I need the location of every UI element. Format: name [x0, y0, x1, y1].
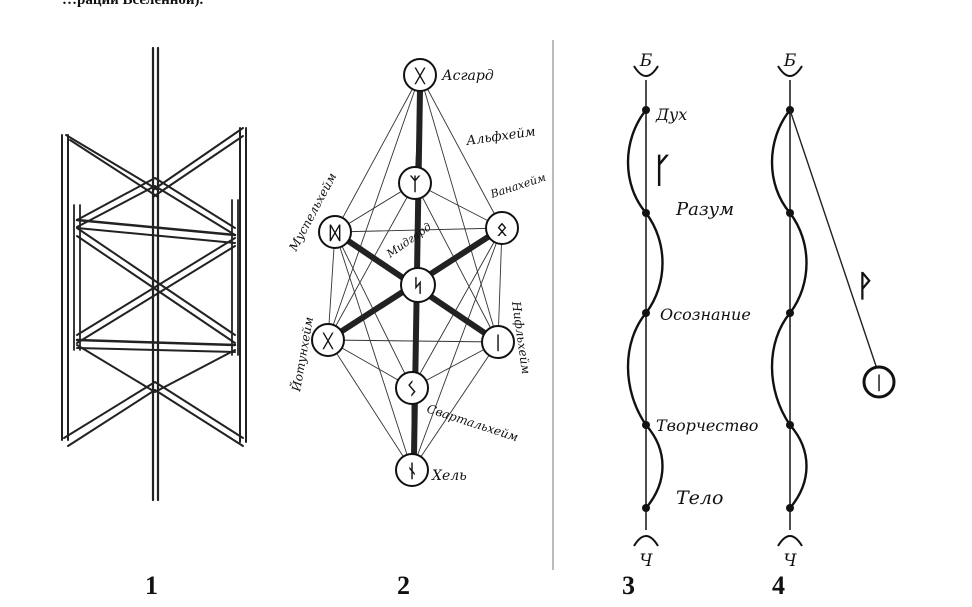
level-label-0: Дух — [655, 105, 687, 124]
world-muspelheim: ᛞ Муспельхейм — [286, 170, 352, 254]
figure-1-number: 1 — [145, 571, 158, 600]
figure-3-number: 3 — [622, 571, 635, 600]
jotunheim-rune: ᚷ — [322, 331, 335, 352]
figure-4-bottom-label: Ч — [783, 551, 797, 571]
figure-3-node-mind — [642, 209, 650, 217]
vanaheim-rune: ᛟ — [497, 219, 508, 240]
alfheim-label: Альфхейм — [464, 124, 536, 149]
level-label-2: Осознание — [660, 305, 751, 324]
svartalfheim-label: Свартальхейм — [425, 402, 520, 445]
muspelheim-rune: ᛞ — [330, 223, 341, 244]
figure-2-number: 2 — [397, 571, 410, 600]
hel-label: Хель — [431, 468, 467, 484]
figure-3-levels: Б Ч Дух Разум Осознание Творчество Тело … — [626, 51, 758, 571]
world-hel: ᚾ Хель — [395, 453, 467, 487]
figure-4-node-5 — [786, 504, 794, 512]
niflheim-rune: ᛁ — [493, 333, 504, 354]
figure-4-number: 4 — [772, 571, 785, 600]
world-niflheim: ᛁ Нифльхейм — [481, 299, 533, 375]
figure-4-top-cup — [777, 65, 803, 77]
midgard-rune: ᛋ — [413, 276, 424, 297]
figure-4-bob-rune: ᛁ — [874, 373, 885, 394]
world-vanaheim: ᛟ Ванахейм — [485, 171, 548, 245]
hel-rune: ᚾ — [407, 461, 418, 482]
figure-3-node-spirit — [642, 106, 650, 114]
figure-3-node-creativity — [642, 421, 650, 429]
figure-3-bottom-label: Ч — [639, 551, 653, 571]
asgard-rune: ᚷ — [414, 66, 427, 87]
jotunheim-label: Йотунхейм — [286, 315, 316, 393]
figure-4-bottom-cup — [777, 535, 803, 547]
figure-4-top-label: Б — [783, 51, 797, 71]
level-label-4: Тело — [676, 487, 723, 509]
figure-3-node-body — [642, 504, 650, 512]
figure-4-pendulum-bob — [862, 365, 896, 399]
vanaheim-label: Ванахейм — [488, 171, 548, 201]
svartalfheim-rune: ᛊ — [407, 379, 418, 400]
alfheim-rune: ᛉ — [410, 174, 421, 195]
figure-3-top-cup — [633, 65, 659, 77]
header-fragment: …рации Вселенной). — [62, 0, 204, 8]
figure-4-node-3 — [786, 309, 794, 317]
figure-4-pendulum: Б Ч ᛁ ᚹ — [770, 51, 896, 571]
figure-4-node-4 — [786, 421, 794, 429]
figure-3-bottom-cup — [633, 535, 659, 547]
figure-2-nine-worlds: ᚷ Асгард ᛉ Альфхейм ᛟ Ванахейм ᛞ Муспель… — [286, 58, 548, 487]
world-midgard: ᛋ Мидгард — [383, 220, 436, 303]
figure-1-lattice — [61, 46, 247, 502]
figure-4-node-2 — [786, 209, 794, 217]
figure-4-pendulum-string — [789, 109, 877, 367]
figure-3-node-awareness — [642, 309, 650, 317]
figure-3-top-label: Б — [639, 51, 653, 71]
world-asgard: ᚷ Асгард — [403, 58, 494, 92]
asgard-label: Асгард — [441, 68, 494, 84]
level-label-3: Творчество — [656, 416, 758, 435]
world-jotunheim: ᚷ Йотунхейм — [286, 315, 345, 394]
level-label-1: Разум — [675, 199, 734, 220]
figure-4-rune: ᚹ — [856, 269, 874, 304]
figure-3-rune: ᚴ — [652, 151, 672, 191]
